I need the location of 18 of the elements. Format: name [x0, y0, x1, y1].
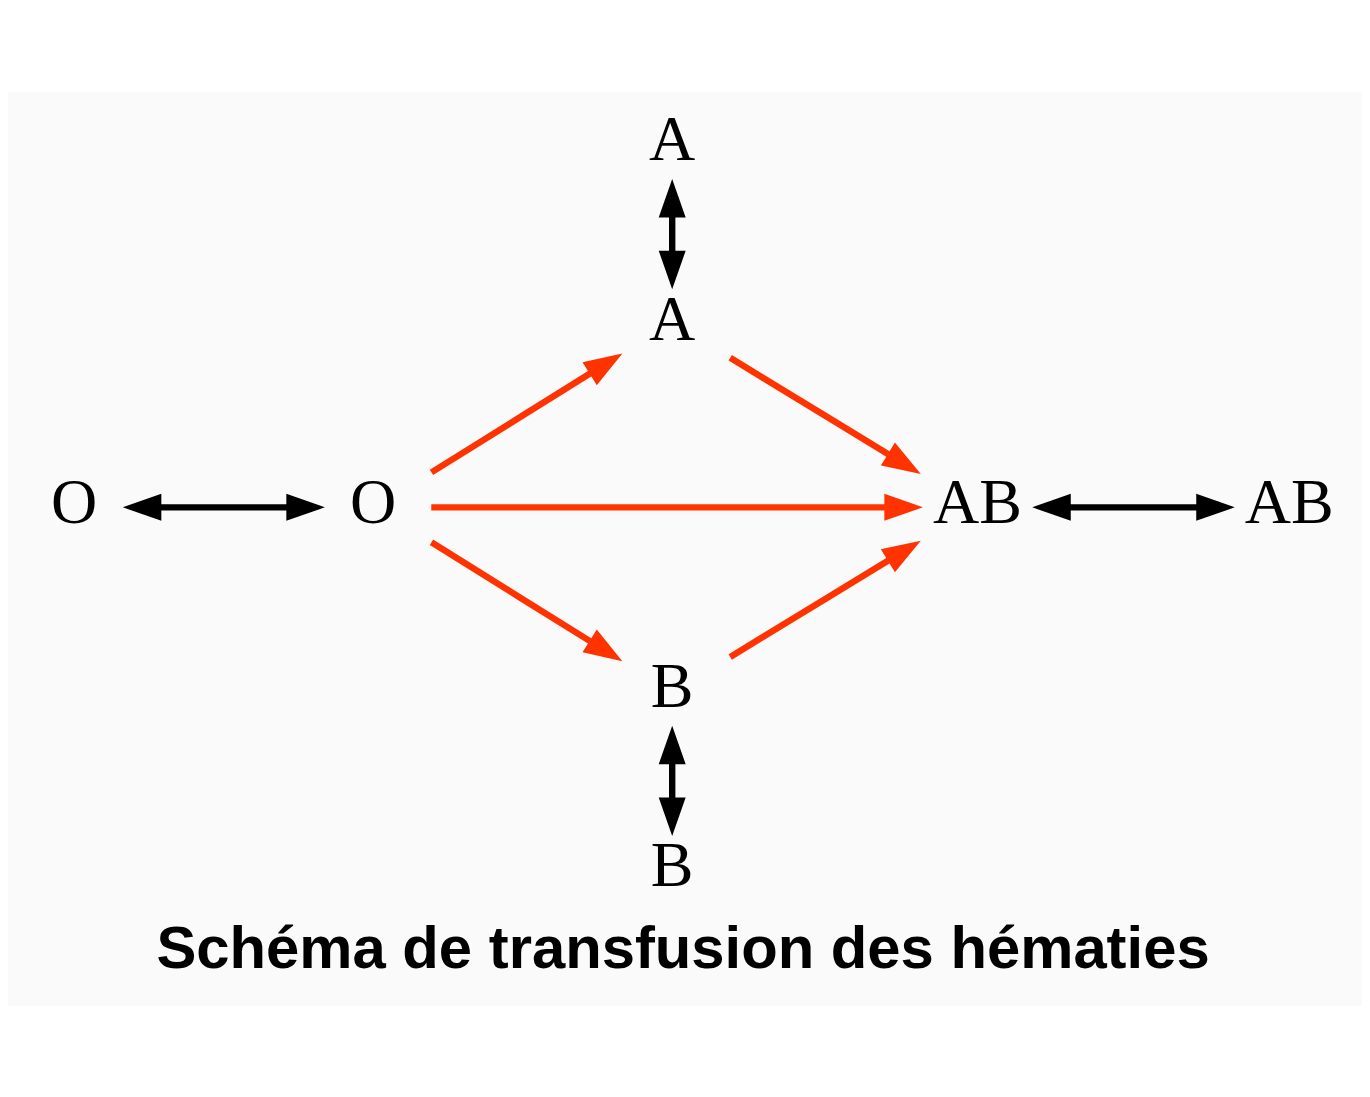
- arrow: [658, 178, 686, 289]
- node-text: AB: [933, 465, 1023, 537]
- arrow: [1032, 493, 1235, 521]
- arrow: [658, 725, 686, 836]
- node-text: B: [650, 828, 694, 900]
- arrow: [431, 493, 923, 521]
- arrow: [429, 352, 623, 475]
- node-text: O: [350, 465, 397, 537]
- arrow: [429, 539, 623, 661]
- node-text: AB: [1244, 465, 1334, 537]
- arrow: [122, 493, 325, 521]
- arrow: [728, 540, 921, 660]
- arrow: [728, 354, 921, 474]
- node-text: A: [649, 282, 696, 354]
- node-text: B: [650, 649, 694, 721]
- node-text: O: [51, 465, 98, 537]
- node-text: A: [649, 102, 696, 174]
- caption: Schéma de transfusion des hématies: [156, 913, 1210, 981]
